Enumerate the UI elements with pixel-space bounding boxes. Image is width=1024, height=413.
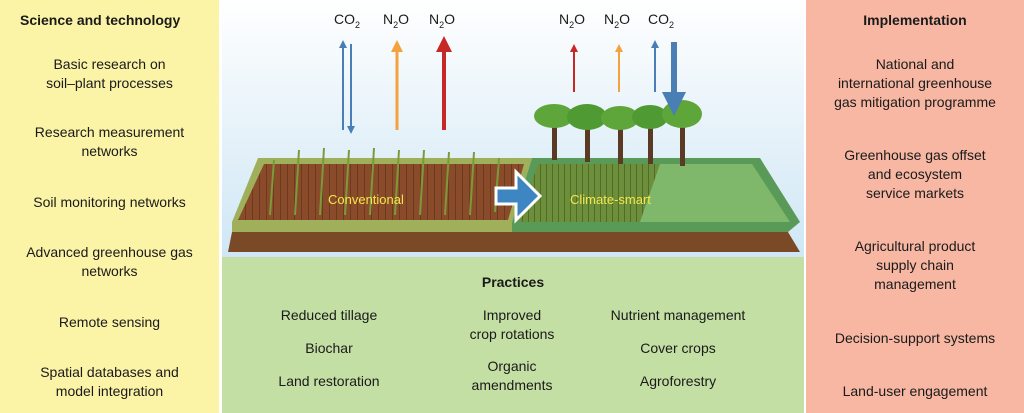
science-technology-panel: Science and technology Basic research on…	[0, 0, 219, 413]
implementation-item: Decision-support systems	[834, 330, 996, 346]
conventional-field	[238, 164, 524, 220]
science-item: Remote sensing	[58, 314, 161, 330]
grass-strip	[640, 164, 790, 222]
gas-label-co2: CO2	[648, 11, 675, 30]
gas-label-n2o: N2O	[429, 11, 456, 30]
practice-item: Reduced tillage	[280, 307, 378, 323]
practice-item: Nutrient management	[610, 307, 746, 323]
gas-label-co2: CO2	[334, 11, 361, 30]
practices-title: Practices	[481, 274, 545, 290]
practice-item: Cover crops	[640, 340, 716, 356]
soil-base	[228, 232, 800, 252]
implementation-panel-title: Implementation	[863, 12, 967, 28]
gas-label-n2o: N2O	[559, 11, 586, 30]
practice-item: Biochar	[305, 340, 353, 356]
gas-label-n2o: N2O	[604, 11, 631, 30]
agroforestry-trees	[534, 100, 702, 166]
conventional-label: Conventional	[328, 192, 404, 207]
transition-arrow	[494, 168, 543, 224]
climate-smart-crop-rows	[518, 164, 660, 222]
practice-item: Agroforestry	[639, 373, 717, 389]
science-item: Soil monitoring networks	[33, 194, 186, 210]
implementation-item: Land-user engagement	[842, 383, 988, 399]
practice-item: Land restoration	[278, 373, 380, 389]
practices-panel: Practices Reduced tillage Biochar Land r…	[222, 257, 804, 413]
corn-plants	[269, 147, 500, 216]
climate-smart-label: Climate-smart	[570, 192, 651, 207]
science-panel-title: Science and technology	[20, 12, 181, 28]
gas-label-n2o: N2O	[383, 11, 410, 30]
